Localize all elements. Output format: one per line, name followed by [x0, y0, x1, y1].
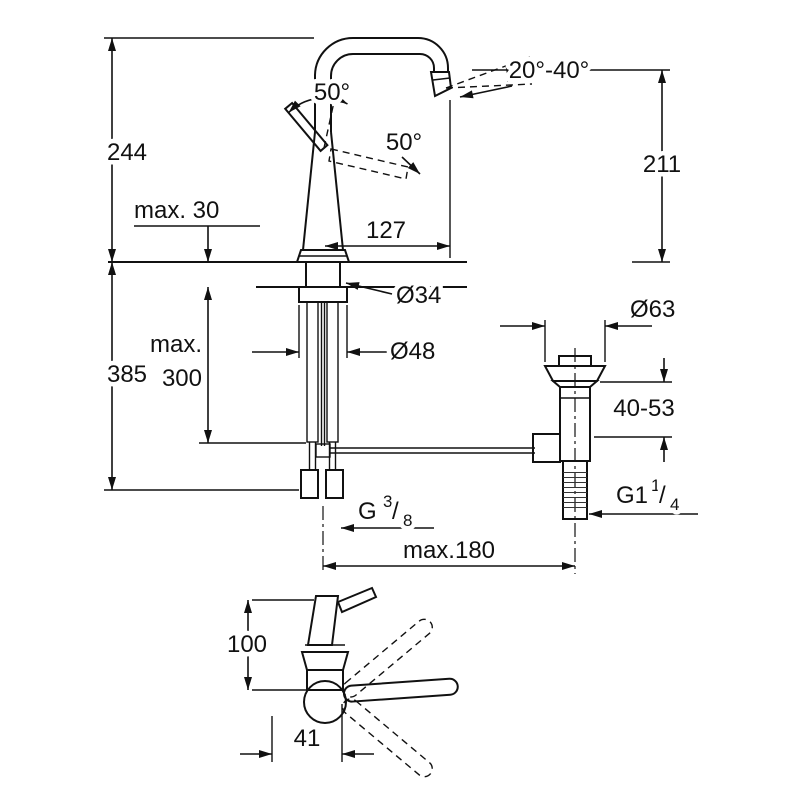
label-max180: max.180 — [403, 537, 495, 564]
spout-angle-dashed-upper — [445, 56, 531, 89]
side-lever-solid-shape — [342, 677, 459, 703]
label-d48: Ø48 — [390, 338, 435, 365]
label-max30: max. 30 — [134, 197, 219, 224]
label-g114-prefix: G1 — [616, 482, 648, 509]
supply-hose-left — [306, 301, 319, 443]
label-20-40: 20°-40° — [509, 57, 590, 84]
spout-angle-leader — [459, 85, 513, 99]
side-spout-profile — [306, 595, 340, 646]
label-g114: G1 1 / 4 — [612, 472, 684, 519]
spout-angle-arc — [505, 64, 509, 83]
mounting-deck — [108, 261, 670, 288]
label-g38: G 3 / 8 — [354, 488, 417, 535]
side-lever-dashed-down-shape — [342, 698, 433, 778]
dimension-lines — [104, 37, 698, 762]
label-g38-prefix: G — [358, 498, 377, 525]
side-pivot-circle — [303, 680, 347, 724]
label-50-right: 50° — [386, 129, 422, 156]
faucet-side-view — [300, 586, 459, 778]
label-d34: Ø34 — [396, 282, 441, 309]
label-g114-slash: / — [659, 482, 666, 509]
tailpiece-thread — [563, 470, 587, 512]
label-41: 41 — [294, 725, 321, 752]
label-g114-denominator: 4 — [670, 495, 679, 514]
dia34-leader — [345, 282, 393, 295]
under-deck-assembly — [298, 261, 535, 499]
faucet-body — [302, 131, 344, 251]
side-body — [306, 669, 344, 691]
swivel-right-leader — [401, 156, 421, 175]
label-385: 385 — [107, 361, 147, 388]
handle-alt-position-dashed — [328, 148, 409, 180]
label-127: 127 — [366, 217, 406, 244]
aerator-line — [432, 77, 451, 81]
label-100: 100 — [227, 631, 267, 658]
rod-knob-knurled — [532, 433, 561, 463]
label-244: 244 — [107, 139, 147, 166]
side-lever-dashed-up-shape — [342, 618, 433, 698]
label-g38-denominator: 8 — [403, 511, 412, 530]
faucet-front-view — [283, 37, 533, 263]
spout-outer-edge — [314, 37, 449, 132]
label-g114-numerator: 1 — [651, 476, 660, 495]
label-50-left: 50° — [314, 79, 350, 106]
threaded-shank — [305, 261, 341, 288]
label-40-53: 40-53 — [613, 395, 674, 422]
handle-swivel-arc — [288, 94, 348, 114]
label-211: 211 — [643, 151, 681, 178]
handle-lever — [283, 101, 329, 153]
side-lever-dashed-up — [342, 618, 433, 698]
hose-nut-right — [325, 469, 344, 499]
supply-hose-right — [326, 301, 339, 443]
dimension-labels: 244 max. 30 385 max. 300 50° 50° 20°-40°… — [102, 53, 685, 757]
side-lever-dashed-down — [342, 698, 433, 778]
spout-angle-dashed-lower — [445, 83, 533, 89]
rod-joint — [315, 443, 331, 458]
side-lever-top — [336, 586, 378, 614]
mounting-nut — [298, 286, 348, 303]
side-lever-solid — [342, 677, 459, 703]
spout-outlet-tip — [429, 71, 453, 98]
label-d63: Ø63 — [630, 296, 675, 323]
label-max300-line1: max. — [150, 331, 202, 358]
spout-inner-edge — [330, 53, 435, 132]
label-max300-line2: 300 — [162, 365, 202, 392]
label-g38-slash: / — [392, 498, 399, 525]
popup-waste-assembly — [532, 348, 607, 574]
label-g38-numerator: 3 — [383, 492, 392, 511]
side-neck-step — [300, 651, 350, 671]
hose-nut-left — [300, 469, 319, 499]
